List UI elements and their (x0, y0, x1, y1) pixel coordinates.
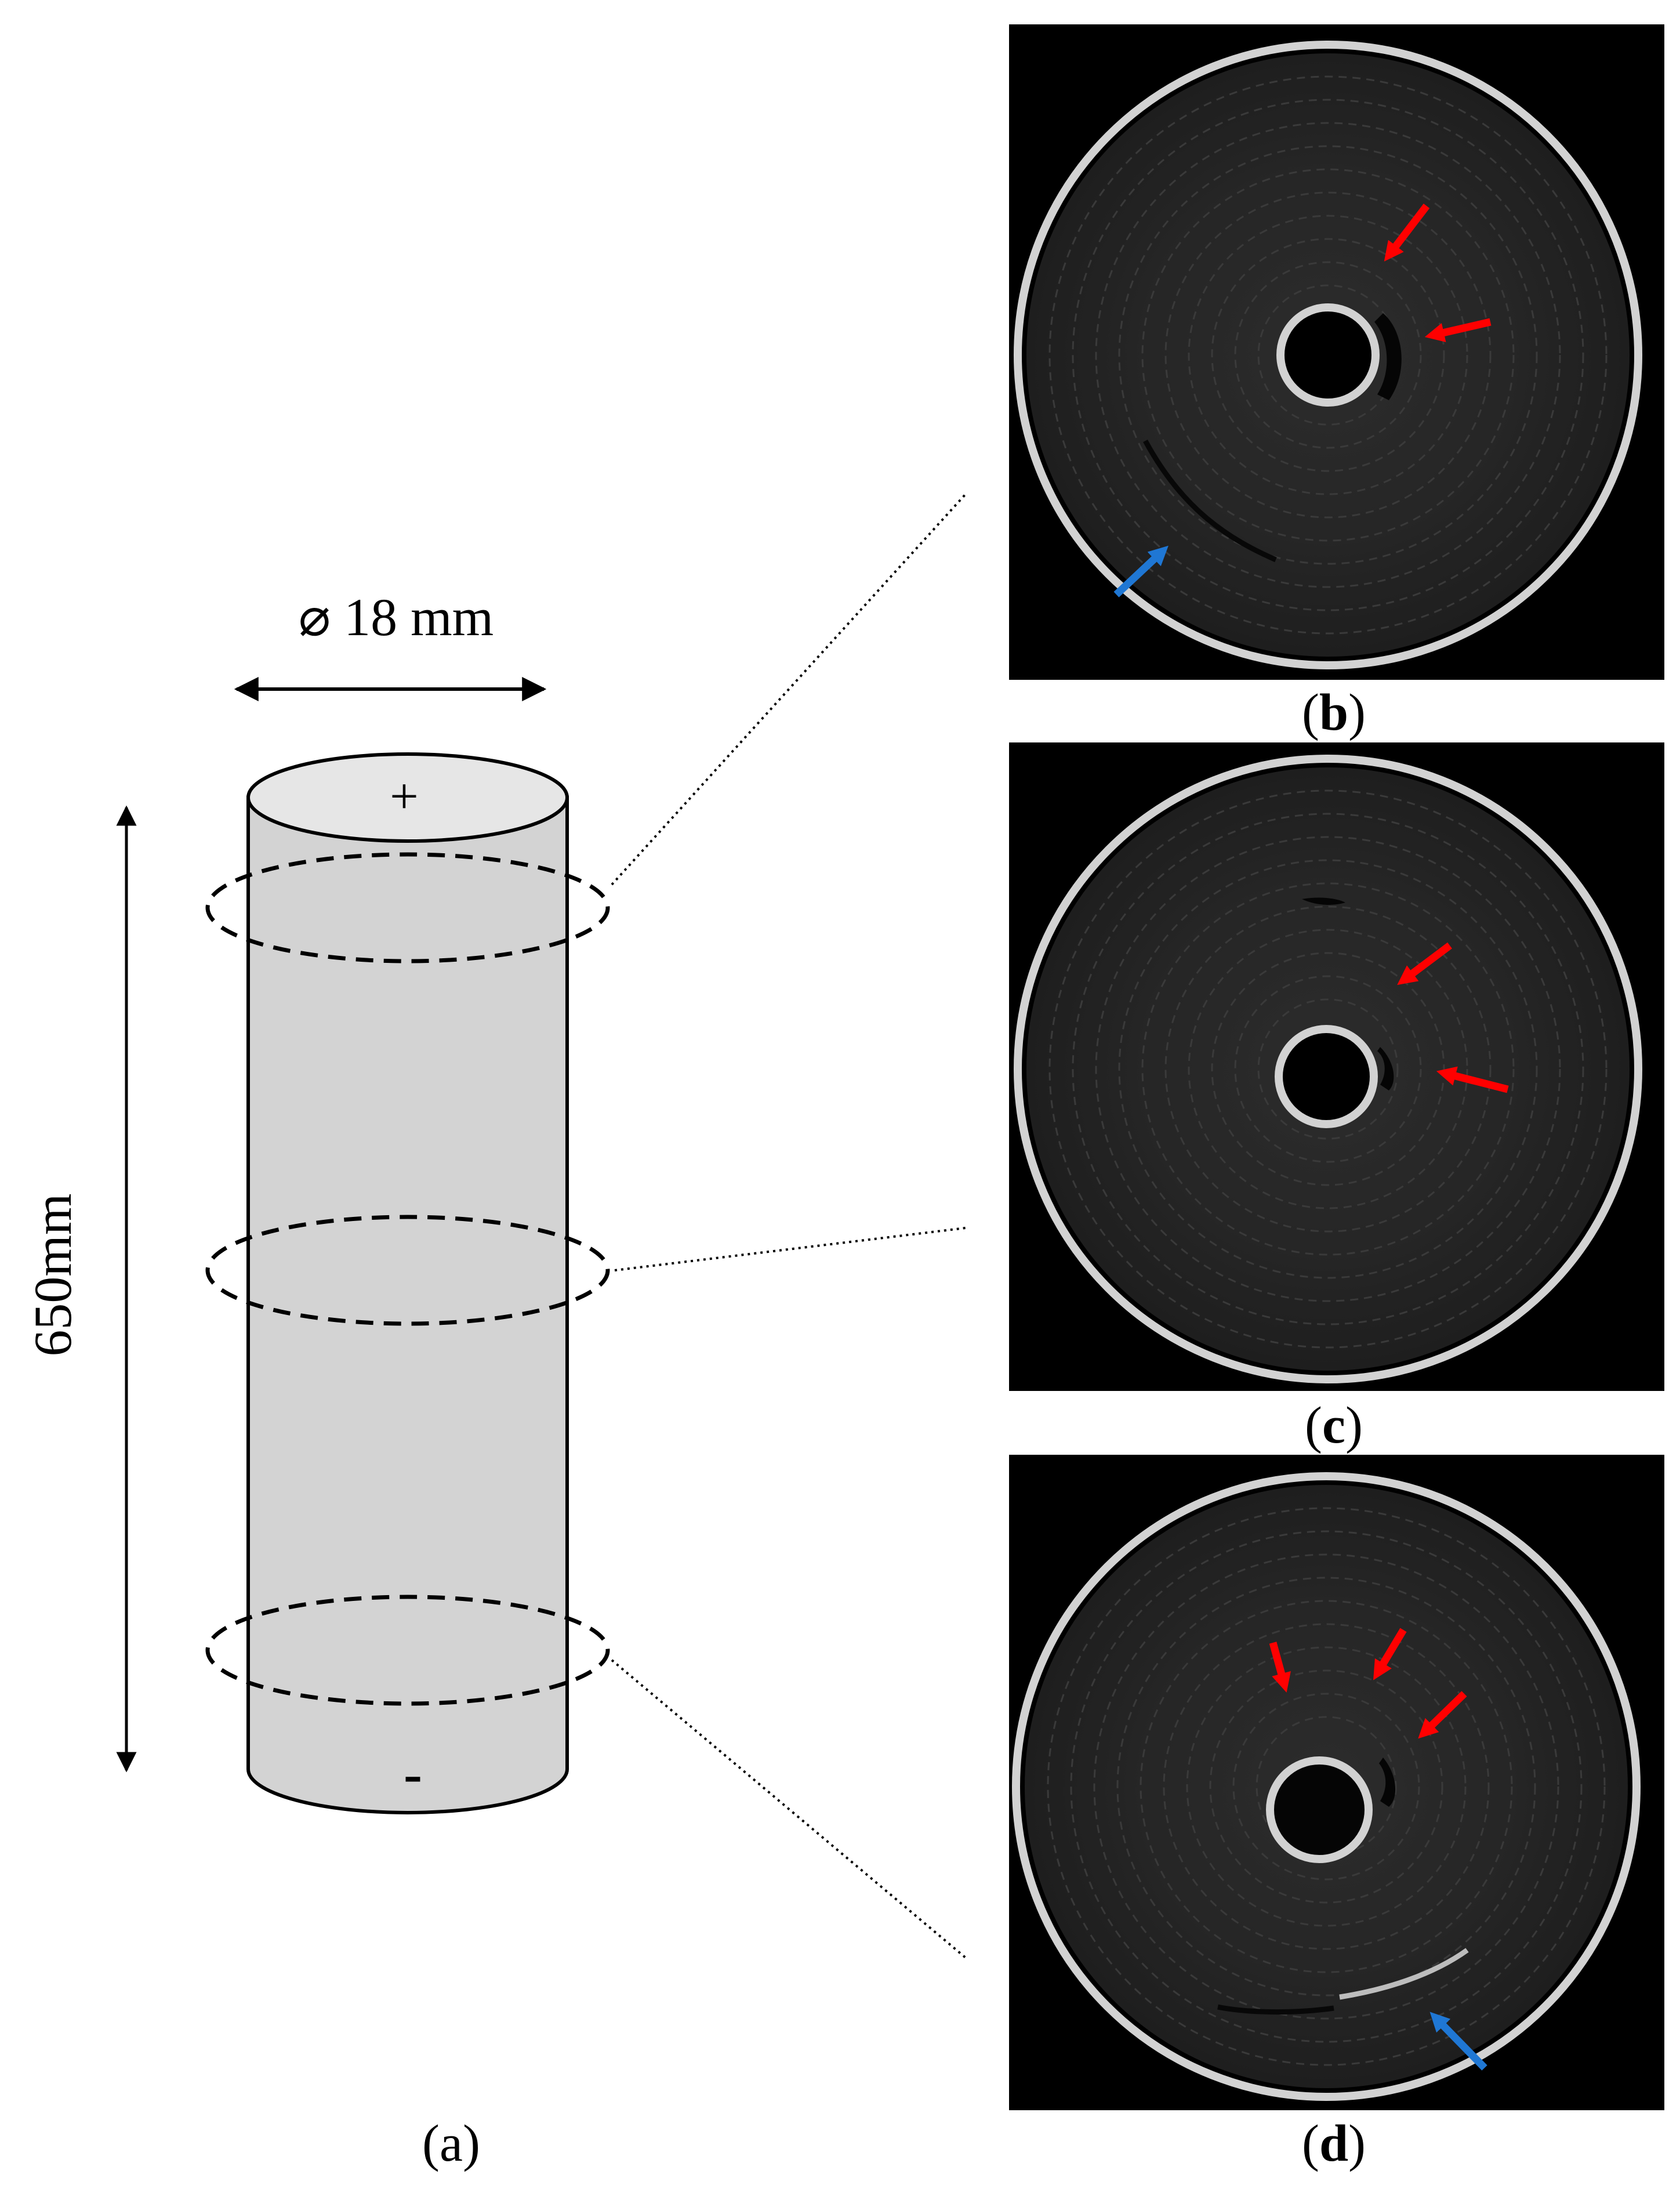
cell-top-cap (246, 752, 569, 843)
ct-casing-d (1012, 1472, 1641, 2101)
panel-label-b: (b) (1302, 684, 1366, 741)
panel-label-a: (a) (422, 2115, 480, 2172)
defect-dark-c (1302, 897, 1345, 905)
panel-label-c: (c) (1305, 1397, 1363, 1454)
red-arrow-d-2 (1373, 1628, 1407, 1680)
cell-body (246, 796, 569, 1814)
ct-panel-c (1009, 742, 1664, 1391)
blue-arrow-d-1 (1429, 2012, 1487, 2071)
leader-line-b (611, 493, 967, 886)
cylindrical-cell: + - (205, 752, 610, 1814)
section-ring-middle (205, 1215, 610, 1326)
ct-panel-b (1009, 24, 1664, 680)
leader-line-d (611, 1659, 967, 1959)
red-arrow-b-1 (1384, 204, 1430, 262)
ct-casing-c (1014, 755, 1642, 1383)
winding-rings-d (1047, 1507, 1606, 2066)
red-arrow-b-2 (1424, 318, 1492, 342)
red-arrow-c-2 (1436, 1066, 1509, 1093)
winding-rings-c (1048, 789, 1608, 1349)
blue-arrow-b-1 (1113, 545, 1169, 597)
height-label: 650mm (23, 1193, 82, 1356)
height-dimension: 650mm (23, 805, 137, 1773)
leader-line-c (614, 1227, 966, 1271)
bright-defect-d (1339, 1948, 1469, 2000)
negative-terminal-label: - (404, 1742, 422, 1805)
positive-terminal-label: + (390, 769, 419, 825)
winding-rings-b (1048, 75, 1608, 635)
ct-core-b (1276, 303, 1380, 407)
ct-casing-b (1014, 41, 1642, 669)
red-arrow-d-3 (1418, 1691, 1467, 1739)
defect-dark-b (1374, 313, 1402, 400)
red-arrow-c-1 (1397, 942, 1452, 986)
section-ring-top (205, 852, 610, 963)
defect-dark-d (1379, 1758, 1396, 1807)
ct-core-c (1275, 1025, 1378, 1128)
ct-panel-d (1009, 1455, 1664, 2110)
defect-crack-b (1143, 439, 1277, 563)
defect-crack-d (1217, 2004, 1334, 2015)
diameter-label: ⌀ 18 mm (299, 588, 494, 647)
section-ring-bottom (205, 1595, 610, 1706)
ct-core-d (1266, 1756, 1373, 1863)
red-arrow-d-1 (1269, 1642, 1291, 1693)
defect-dark-c-2 (1377, 1047, 1394, 1090)
diameter-dimension: ⌀ 18 mm (234, 588, 547, 701)
leader-lines (611, 493, 967, 1959)
panel-label-d: (d) (1302, 2115, 1366, 2172)
